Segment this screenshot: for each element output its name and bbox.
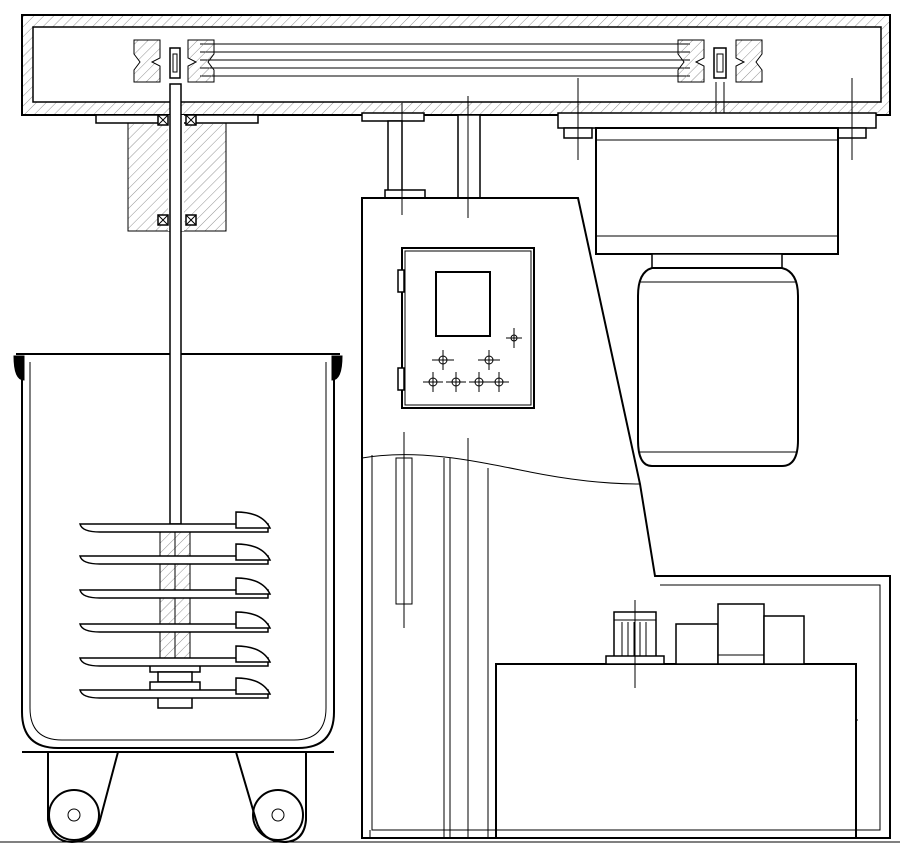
impeller-row xyxy=(79,577,272,599)
indicator-light xyxy=(478,350,500,370)
drive-belts xyxy=(200,43,690,77)
base-cabinet xyxy=(495,663,858,839)
panel-hinge xyxy=(397,269,405,293)
indicator-light xyxy=(489,372,509,392)
impeller-row xyxy=(79,511,272,533)
impeller-row xyxy=(79,677,272,699)
tank-trolley xyxy=(22,751,334,844)
indicator-light xyxy=(446,372,466,392)
indicator-light xyxy=(469,372,489,392)
impeller-row xyxy=(79,611,272,633)
panel-hinge xyxy=(397,367,405,391)
panel-display xyxy=(435,271,491,337)
impeller-stack xyxy=(79,511,272,699)
belt-pulley-left xyxy=(133,39,215,83)
drive-motor xyxy=(557,78,877,467)
hydraulic-pump-unit xyxy=(605,600,805,688)
trolley-wheel xyxy=(48,789,100,841)
belt-pulley-right xyxy=(677,39,763,115)
control-panel xyxy=(397,247,535,409)
mounting-bolt xyxy=(563,78,593,160)
impeller-row xyxy=(79,645,272,667)
machine-body xyxy=(361,197,891,839)
trolley-wheel xyxy=(252,789,304,841)
lifting-column xyxy=(361,96,481,218)
indicator-light xyxy=(423,372,443,392)
impeller-row xyxy=(79,543,272,565)
indicator-light xyxy=(506,328,522,348)
indicator-light xyxy=(432,350,454,370)
